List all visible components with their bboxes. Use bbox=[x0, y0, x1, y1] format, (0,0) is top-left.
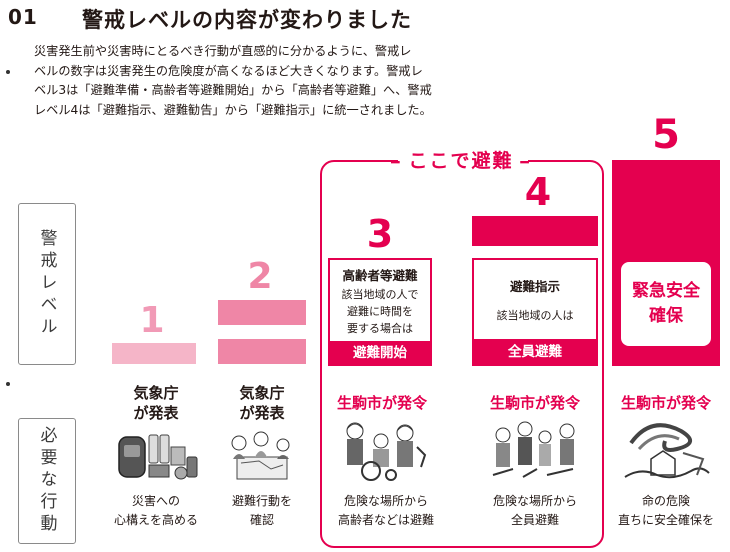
level-1-action: 災害への 心構えを高める bbox=[104, 492, 208, 530]
level-axis-label: 警戒レベル bbox=[18, 203, 76, 365]
level-5-number: 5 bbox=[652, 112, 680, 158]
intro-line: ベルの数字は災害発生の危険度が高くなるほど大きくなります。警戒レ bbox=[34, 63, 423, 78]
intro-line: レベル4は「避難指示、避難勧告」から「避難指示」に統一されました。 bbox=[34, 102, 432, 117]
card-title-2: 確保 bbox=[649, 306, 683, 326]
action-line: 確認 bbox=[249, 513, 274, 527]
issuer-line: が発表 bbox=[133, 404, 179, 422]
evacuate-here-label: ━ ここで避難 ━ bbox=[386, 146, 536, 173]
family-map-icon bbox=[218, 428, 306, 484]
action-line: 災害への bbox=[131, 494, 180, 508]
level-3-issuer: 生駒市が発令 bbox=[336, 394, 427, 412]
level-2-bar-top bbox=[218, 300, 306, 325]
card-line: 避難に時間を bbox=[347, 305, 413, 318]
level-2-action: 避難行動を 確認 bbox=[214, 492, 310, 530]
level-1-issuer: 気象庁 が発表 bbox=[110, 383, 202, 423]
level-axis-text: 警戒レベル bbox=[36, 229, 57, 339]
flood-disaster-icon bbox=[620, 418, 712, 482]
level-2-number: 2 bbox=[247, 256, 273, 297]
card-line: 該当地域の人で bbox=[341, 288, 419, 301]
intro-text: 災害発生前や災害時にとるべき行動が直感的に分かるように、警戒レ ベルの数字は災害… bbox=[34, 42, 439, 120]
intro-line: ベル3は「避難準備・高齢者等避難開始」から「高齢者等避難」へ、警戒 bbox=[34, 83, 432, 97]
level-3-action-badge: 避難開始 bbox=[328, 341, 432, 366]
level-2-issuer: 気象庁 が発表 bbox=[216, 383, 308, 423]
action-axis-label: 必要な行動 bbox=[18, 418, 76, 544]
card-line: 要する場合は bbox=[347, 322, 413, 335]
action-line: 直ちに安全確保を bbox=[617, 513, 714, 527]
card-line: 該当地域の人は bbox=[496, 309, 574, 322]
issuer-line: 気象庁 bbox=[239, 384, 285, 402]
elderly-evacuation-icon bbox=[330, 418, 434, 484]
action-line: 危険な場所から bbox=[343, 494, 428, 508]
issuer-line: 気象庁 bbox=[133, 384, 179, 402]
action-line: 命の危険 bbox=[641, 494, 690, 508]
level-4-issuer: 生駒市が発令 bbox=[489, 394, 580, 412]
level-5-card: 緊急安全 確保 bbox=[621, 262, 711, 346]
evacuate-here-text: ここで避難 bbox=[408, 150, 514, 172]
level-4-number: 4 bbox=[524, 170, 552, 214]
level-5-action: 命の危険 直ちに安全確保を bbox=[606, 492, 726, 530]
level-5-issuer: 生駒市が発令 bbox=[620, 394, 711, 412]
level-1-bar bbox=[112, 343, 196, 364]
emergency-supplies-icon bbox=[108, 428, 202, 484]
label-dash-icon: ━ bbox=[391, 155, 409, 171]
level-4-action: 危険な場所から 全員避難 bbox=[470, 492, 600, 530]
card-title: 避難指示 bbox=[509, 279, 560, 294]
action-line: 避難行動を bbox=[231, 494, 292, 508]
frame-label-bg bbox=[398, 146, 528, 174]
level-1-number: 1 bbox=[139, 300, 165, 341]
level-4-bar bbox=[472, 216, 598, 246]
group-evacuation-icon bbox=[482, 418, 588, 484]
level-3-number: 3 bbox=[366, 212, 394, 256]
card-title: 緊急安全 bbox=[632, 281, 700, 301]
section-number: 01 bbox=[8, 5, 38, 29]
level-2-bar-bottom bbox=[218, 339, 306, 364]
page-title: 警戒レベルの内容が変わりました bbox=[82, 8, 412, 32]
issuer-line: が発表 bbox=[239, 404, 285, 422]
label-dash-icon: ━ bbox=[513, 155, 531, 171]
action-axis-text: 必要な行動 bbox=[36, 426, 57, 536]
card-title: 高齢者等避難 bbox=[342, 268, 418, 283]
action-line: 全員避難 bbox=[510, 513, 559, 527]
action-line: 高齢者などは避難 bbox=[337, 513, 434, 527]
action-line: 心構えを高める bbox=[113, 513, 198, 527]
intro-line: 災害発生前や災害時にとるべき行動が直感的に分かるように、警戒レ bbox=[34, 44, 412, 58]
level-4-action-badge: 全員避難 bbox=[472, 339, 598, 366]
action-line: 危険な場所から bbox=[492, 494, 577, 508]
binding-hole bbox=[6, 70, 10, 74]
level-3-action: 危険な場所から 高齢者などは避難 bbox=[326, 492, 446, 530]
binding-hole bbox=[6, 382, 10, 386]
